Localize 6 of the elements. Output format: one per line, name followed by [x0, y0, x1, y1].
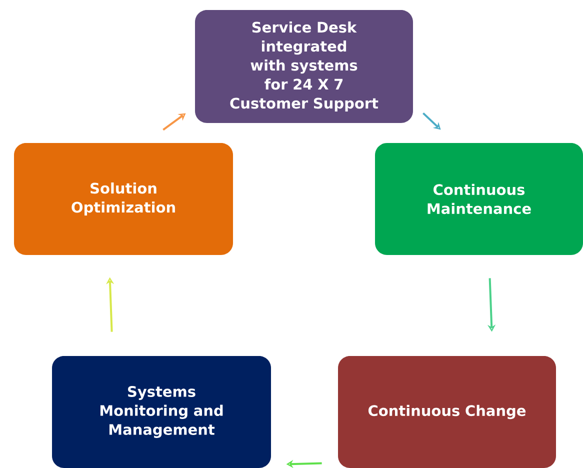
process-box: Continuous Change — [338, 356, 556, 468]
process-box: Continuous Maintenance — [375, 143, 583, 255]
arrow — [422, 112, 441, 130]
process-box: Service Desk integrated with systems for 24 X 7 Customer Support — [195, 10, 413, 123]
process-box: Solution Optimization — [14, 143, 233, 255]
process-box: Systems Monitoring and Management — [52, 356, 271, 468]
